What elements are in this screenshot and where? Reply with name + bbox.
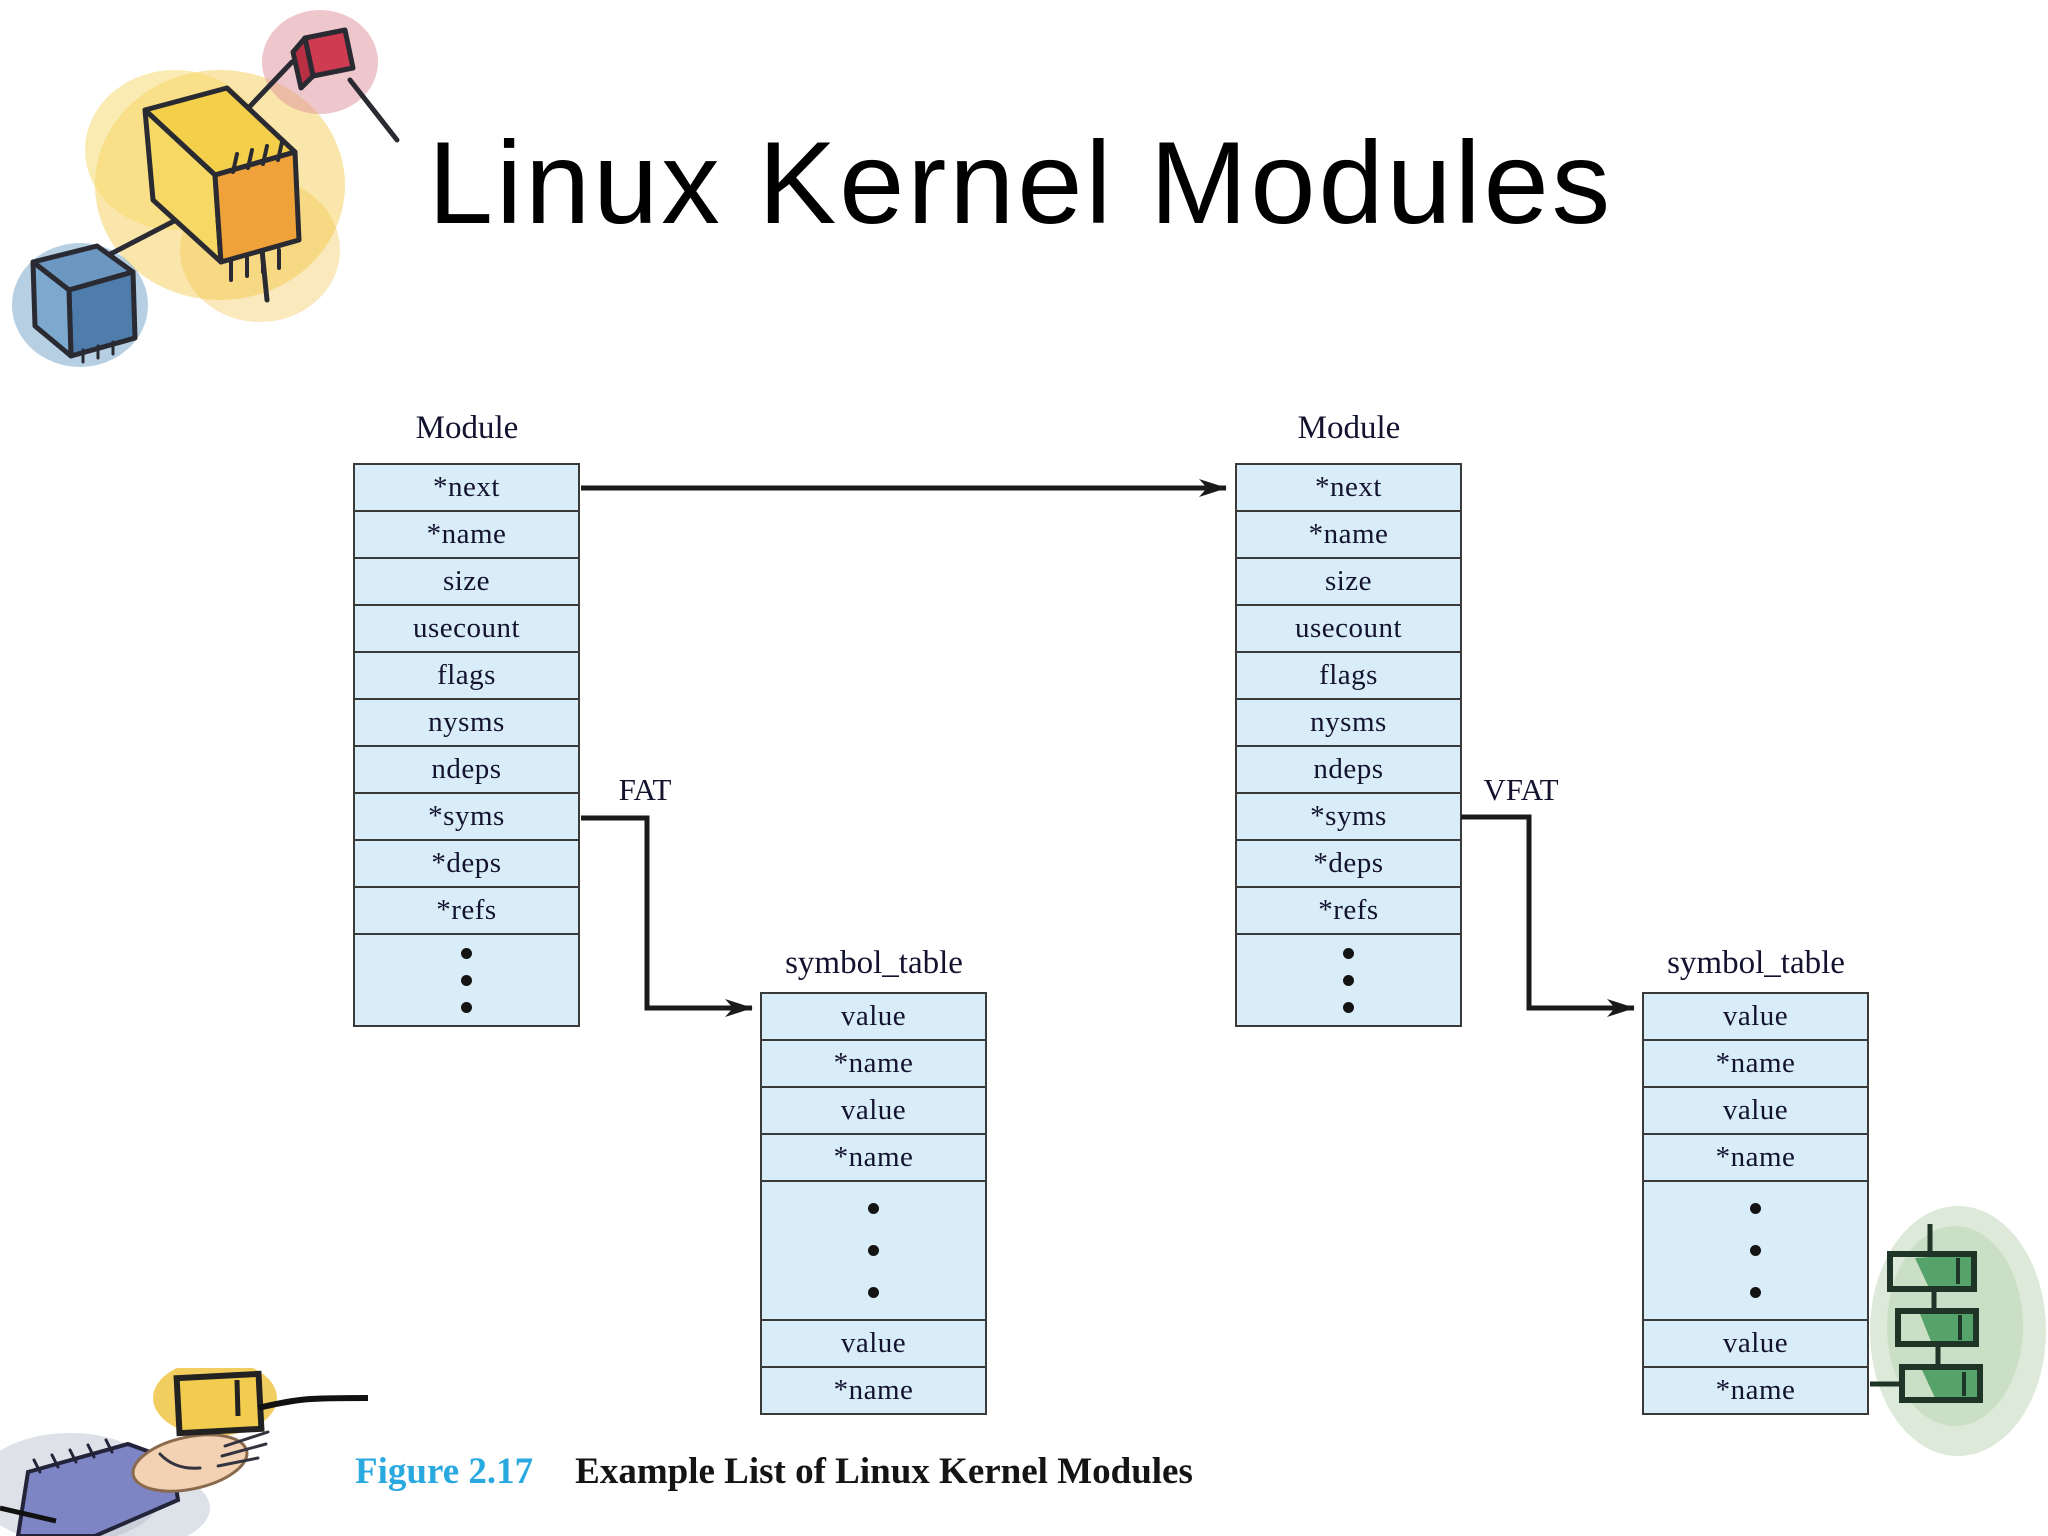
module-field-cell: flags (1237, 651, 1460, 698)
vertical-ellipsis-dots (762, 1180, 985, 1319)
vertical-ellipsis-dots (1644, 1180, 1867, 1319)
module-field-cell: size (355, 557, 578, 604)
connected-boxes-watercolor-illustration (12, 10, 400, 367)
symbol-table-cell: value (840, 1000, 907, 1032)
left-module-title: Module (415, 410, 519, 446)
symbol-table-cell: *name (762, 1133, 985, 1180)
module-field-cell: *syms (1237, 792, 1460, 839)
module-field-cell: nysms (1237, 698, 1460, 745)
vertical-ellipsis-dots (1237, 933, 1460, 1025)
module-field-cell: nysms (355, 698, 578, 745)
vfat-pointer-label: VFAT (1483, 772, 1559, 807)
module-field-cell: *refs (1237, 886, 1460, 933)
figure-caption-label: Figure 2.17 (355, 1451, 534, 1492)
symbol-table-cell: value (1722, 1000, 1789, 1032)
symbol-table-cell: *name (1644, 1039, 1867, 1086)
module-field-cell: *name (355, 510, 578, 557)
module-field-cell: *next (433, 471, 500, 503)
symbol-table-cell: *name (762, 1366, 985, 1413)
module-field-cell: *next (1315, 471, 1382, 503)
module-field-cell: usecount (1237, 604, 1460, 651)
hand-holding-box-watercolor-illustration (0, 1368, 369, 1536)
page-title: Linux Kernel Modules (428, 117, 1614, 248)
module-field-cell: *deps (355, 839, 578, 886)
symbol-table-cell: value (1644, 1319, 1867, 1366)
module-field-cell: *deps (1237, 839, 1460, 886)
vertical-ellipsis-dots (355, 933, 578, 1025)
green-flowchart-watercolor-illustration (1870, 1206, 2046, 1456)
vfat-pointer-arrow (1461, 814, 1635, 1017)
module-field-cell: usecount (355, 604, 578, 651)
module-field-cell: ndeps (1237, 745, 1460, 792)
module-field-cell: *name (1237, 510, 1460, 557)
figure-caption: Figure 2.17 Example List of Linux Kernel … (355, 1450, 1193, 1493)
symbol-table-cell: value (762, 1319, 985, 1366)
symbol-table-cell: *name (1644, 1366, 1867, 1413)
module-field-cell: flags (355, 651, 578, 698)
fat-pointer-label: FAT (618, 772, 672, 807)
symbol-table-cell: value (762, 1086, 985, 1133)
right-module-title: Module (1297, 410, 1401, 446)
symbol-table-cell: *name (762, 1039, 985, 1086)
figure-caption-text: Example List of Linux Kernel Modules (575, 1451, 1193, 1492)
module-field-cell: ndeps (355, 745, 578, 792)
module-field-cell: *syms (355, 792, 578, 839)
module-field-cell: *refs (355, 886, 578, 933)
symbol-table-cell: *name (1644, 1133, 1867, 1180)
symbol-table-cell: value (1644, 1086, 1867, 1133)
module-field-cell: size (1237, 557, 1460, 604)
left-symbol-table-title: symbol_table (785, 945, 963, 981)
right-symbol-table-title: symbol_table (1667, 945, 1845, 981)
fat-pointer-arrow (581, 815, 753, 1017)
